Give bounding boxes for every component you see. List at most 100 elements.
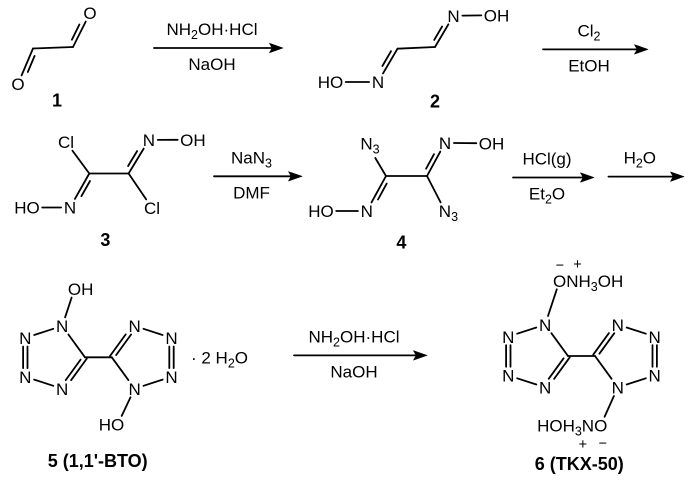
- atom-label-ho: HO: [308, 202, 334, 221]
- bond: [64, 296, 73, 319]
- atom-label-oh: OH: [479, 134, 505, 153]
- step-4-arrow: HCl(g) Et2O: [512, 150, 595, 207]
- compound-4: N3 N3 HO N N OH 4: [308, 134, 504, 252]
- atom-label-ho: HO: [318, 73, 344, 92]
- bond: [110, 356, 130, 382]
- bond: [396, 46, 436, 50]
- atom-label-n-left: N: [64, 199, 76, 218]
- step-3-arrow: NaN3 DMF: [213, 148, 303, 202]
- atom-label-n-right: N: [143, 131, 155, 150]
- reagent-below-2: EtOH: [568, 56, 610, 75]
- atom-label-oh: OH: [180, 131, 206, 150]
- compound-1: O O 1: [11, 4, 96, 110]
- bond: [142, 378, 164, 387]
- step-2-arrow: Cl2 EtOH: [542, 21, 649, 75]
- bond: [426, 175, 442, 204]
- double-bond: [127, 147, 145, 175]
- atom-label-n-left: N: [372, 73, 384, 92]
- compound-number-5: 5 (1,1'-BTO): [48, 451, 148, 471]
- bond: [625, 377, 647, 386]
- reagent-above-5: H2O: [624, 149, 656, 171]
- charge-plus-top: +: [573, 257, 581, 273]
- atom-label-l-n2: N: [502, 328, 514, 347]
- double-bond: [127, 150, 139, 167]
- double-bond: [426, 150, 442, 177]
- double-bond: [434, 23, 450, 48]
- charge-minus-bottom: −: [599, 436, 607, 452]
- bond: [550, 332, 569, 357]
- compound-3: Cl Cl HO N N OH 3: [14, 131, 205, 250]
- atom-label-l-n3: N: [19, 368, 31, 387]
- reagent-above-3: NaN3: [231, 148, 272, 170]
- reagent-above-4: HCl(g): [522, 150, 571, 169]
- reagent-below-1: NaOH: [188, 55, 235, 74]
- azide-label-top: N3: [360, 135, 379, 157]
- compound-number-6: 6 (TKX-50): [535, 454, 624, 474]
- double-bond: [592, 332, 610, 356]
- compound-number-3: 3: [100, 230, 110, 250]
- atom-label-l-n1: N: [56, 317, 68, 336]
- double-bond: [109, 333, 127, 357]
- double-bond: [71, 23, 81, 41]
- compound-number-1: 1: [52, 91, 62, 111]
- charge-minus-top: −: [556, 258, 564, 274]
- compound-6: N N N N N N N N ONH3OH HOH3NO − + + − 6 …: [502, 257, 661, 474]
- atom-label-r-n1: N: [612, 379, 624, 398]
- cation-label-top: ONH3OH: [553, 272, 623, 294]
- step-6-arrow: NH2OH·HCl NaOH: [293, 327, 428, 381]
- double-bond: [425, 153, 435, 170]
- bond: [374, 157, 387, 177]
- double-bond: [80, 180, 91, 198]
- reaction-arrow-2-head: [634, 44, 649, 55]
- atom-label-r-n3: N: [165, 329, 177, 348]
- bond: [67, 333, 86, 359]
- atom-label-l-n4: N: [56, 380, 68, 399]
- atom-label-l-n3: N: [502, 367, 514, 386]
- atom-label-cl-top: Cl: [58, 133, 74, 152]
- bond: [516, 377, 538, 386]
- bond: [603, 395, 615, 418]
- double-bond: [115, 333, 133, 356]
- compound-number-4: 4: [396, 233, 406, 253]
- atom-label-r-n1: N: [128, 380, 140, 399]
- reagent-below-3: DMF: [233, 183, 270, 202]
- atom-label-cl-bottom: Cl: [144, 199, 160, 218]
- double-bond: [64, 358, 82, 382]
- atom-label-r-n2: N: [128, 317, 140, 336]
- reagent-below-4: Et2O: [529, 185, 565, 207]
- compound-5: N N N N N N N N OH HO · 2 H2O 5 (1,1'-BT…: [19, 280, 248, 471]
- compound-2: HO N N OH 2: [318, 7, 510, 112]
- reagent-above-2: Cl2: [577, 21, 600, 43]
- double-bond: [20, 47, 34, 77]
- bond: [547, 288, 558, 317]
- double-bond: [547, 357, 565, 380]
- bond: [142, 327, 164, 336]
- step-5-arrow: H2O: [607, 149, 685, 182]
- atom-label-ho: HO: [14, 199, 40, 218]
- reaction-arrow-6-head: [413, 350, 428, 361]
- atom-label-l-n2: N: [19, 329, 31, 348]
- atom-label-n-right: N: [447, 7, 459, 26]
- reaction-arrow-4-head: [580, 172, 595, 183]
- hydrate-label: · 2 H2O: [191, 349, 248, 371]
- atom-label-r-n3: N: [649, 328, 661, 347]
- hydroxy-label-bottom: HO: [99, 416, 125, 435]
- atom-label-n-right: N: [439, 134, 451, 153]
- atom-label-n-left: N: [361, 202, 373, 221]
- atom-label-r-n4: N: [649, 367, 661, 386]
- bond: [625, 326, 647, 335]
- atom-label-r-n4: N: [165, 368, 177, 387]
- reaction-arrow-5-head: [670, 171, 685, 182]
- double-bond: [377, 182, 388, 201]
- atom-label-r-n2: N: [612, 316, 624, 335]
- cation-label-bottom: HOH3NO: [537, 417, 607, 439]
- azide-label-bottom: N3: [439, 202, 458, 224]
- atom-label-l-n1: N: [539, 316, 551, 335]
- atom-label-l-n4: N: [539, 379, 551, 398]
- double-bond: [598, 332, 616, 355]
- atom-label-oh: OH: [484, 7, 510, 26]
- bond: [71, 149, 91, 175]
- double-bond: [70, 357, 88, 382]
